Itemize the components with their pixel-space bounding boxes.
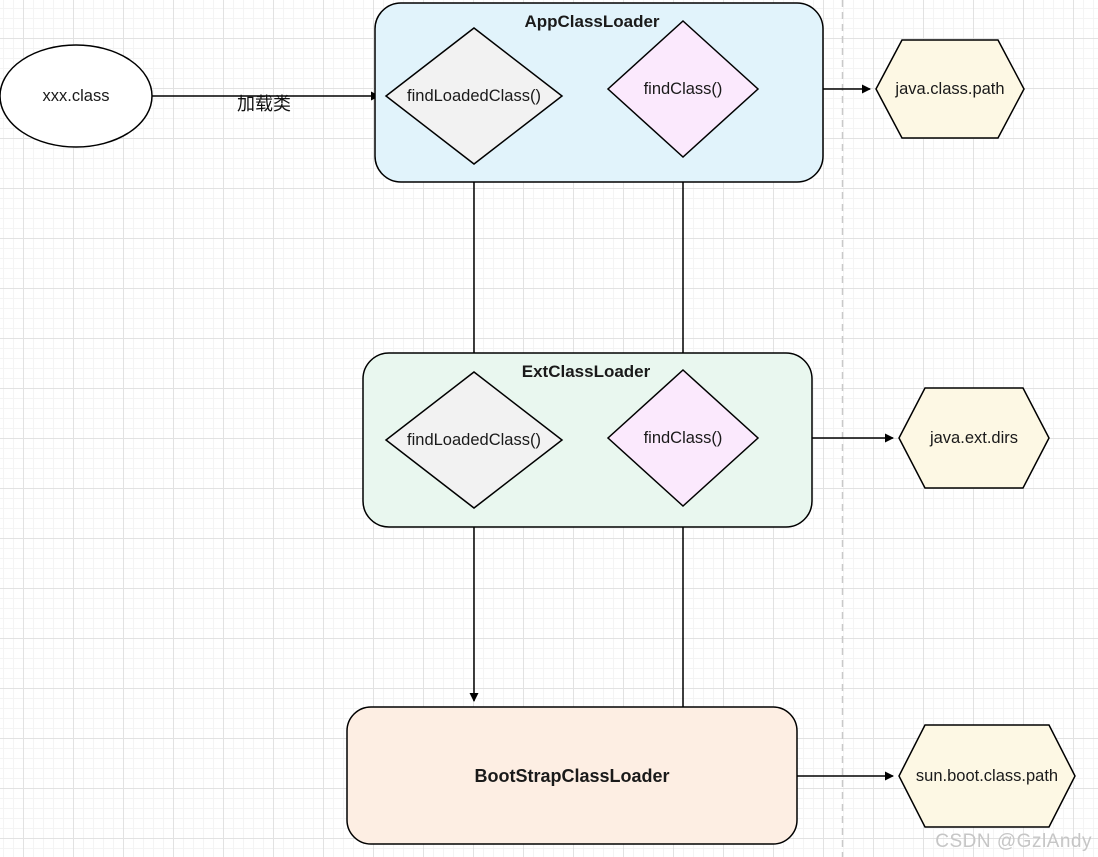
app-find-class-label: findClass() [644, 80, 723, 98]
ext-classloader-title: ExtClassLoader [522, 362, 651, 381]
csdn-watermark: CSDN @GzlAndy [935, 831, 1092, 852]
ext-find-class-diamond [606, 368, 760, 508]
app-find-loaded-class-diamond [384, 27, 564, 165]
source-class-node [0, 44, 153, 148]
java-class-path-label: java.class.path [894, 80, 1004, 98]
ext-find-loaded-class-diamond [384, 371, 564, 509]
app-find-loaded-class-label: findLoadedClass() [407, 87, 541, 105]
bootstrap-classloader-title: BootStrapClassLoader [474, 766, 669, 786]
load-class-edge-label: 加载类 [237, 94, 291, 114]
sun-boot-class-path-label: sun.boot.class.path [916, 767, 1058, 785]
app-find-class-diamond [606, 19, 760, 159]
ext-find-loaded-class-label: findLoadedClass() [407, 431, 541, 449]
java-ext-dirs-hexagon [898, 387, 1050, 489]
java-ext-dirs-label: java.ext.dirs [929, 429, 1018, 447]
java-class-path-hexagon [875, 39, 1025, 139]
app-classloader-title: AppClassLoader [524, 12, 659, 31]
ext-find-class-label: findClass() [644, 429, 723, 447]
sun-boot-class-path-hexagon [898, 724, 1076, 828]
bootstrap-classloader-container [346, 706, 798, 845]
source-class-label: xxx.class [43, 87, 110, 105]
